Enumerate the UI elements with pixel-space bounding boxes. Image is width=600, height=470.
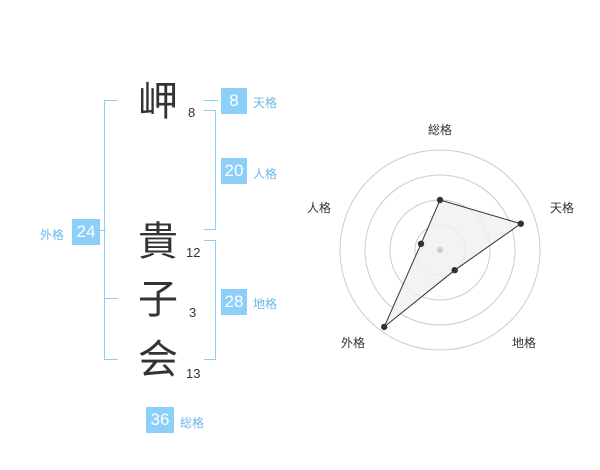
gaikaku-label: 外格 — [40, 228, 65, 242]
gaikaku-badge: 24 — [72, 219, 100, 245]
stroke-count-1: 8 — [188, 105, 196, 120]
stroke-count-2: 12 — [186, 245, 201, 260]
name-char-3: 子 — [138, 277, 178, 323]
name-char-1: 岬 — [138, 79, 178, 125]
stroke-count-4: 13 — [186, 366, 201, 381]
radar-point-5 — [417, 240, 425, 247]
chikaku-bracket — [204, 240, 216, 360]
gaikaku-bracket-connector — [100, 230, 106, 232]
chikaku-label: 地格 — [253, 297, 278, 311]
radar-chart — [339, 149, 541, 351]
radar-point-4 — [381, 323, 388, 331]
stroke-count-3: 3 — [189, 305, 197, 320]
soukaku-label: 総格 — [180, 416, 205, 430]
jinkaku-bracket — [204, 110, 216, 230]
tenkaku-badge: 8 — [221, 88, 247, 114]
radar-label-jinkaku: 人格 — [307, 201, 332, 215]
radar-label-soukaku: 総格 — [428, 123, 453, 137]
radar-label-chikaku: 地格 — [512, 336, 537, 350]
gaikaku-bracket-middle-tick — [104, 298, 118, 300]
chikaku-badge: 28 — [221, 289, 247, 315]
soukaku-badge: 36 — [146, 407, 174, 433]
radar-grid-ring — [339, 149, 541, 351]
name-char-2: 貴 — [138, 219, 178, 265]
radar-label-tenkaku: 天格 — [550, 201, 575, 215]
radar-center-dot — [437, 247, 443, 253]
jinkaku-badge: 20 — [221, 158, 247, 184]
radar-point-3 — [451, 267, 458, 274]
radar-label-gaikaku: 外格 — [341, 336, 366, 350]
radar-point-1 — [436, 196, 444, 204]
gaikaku-bracket — [104, 100, 118, 360]
radar-grid-ring — [364, 174, 516, 326]
tenkaku-label: 天格 — [253, 96, 278, 110]
radar-points — [381, 196, 524, 331]
tenkaku-bracket — [204, 100, 218, 102]
jinkaku-label: 人格 — [253, 167, 278, 181]
radar-data-polygon — [383, 199, 522, 328]
name-char-4: 会 — [138, 337, 178, 383]
radar-point-2 — [517, 220, 524, 227]
